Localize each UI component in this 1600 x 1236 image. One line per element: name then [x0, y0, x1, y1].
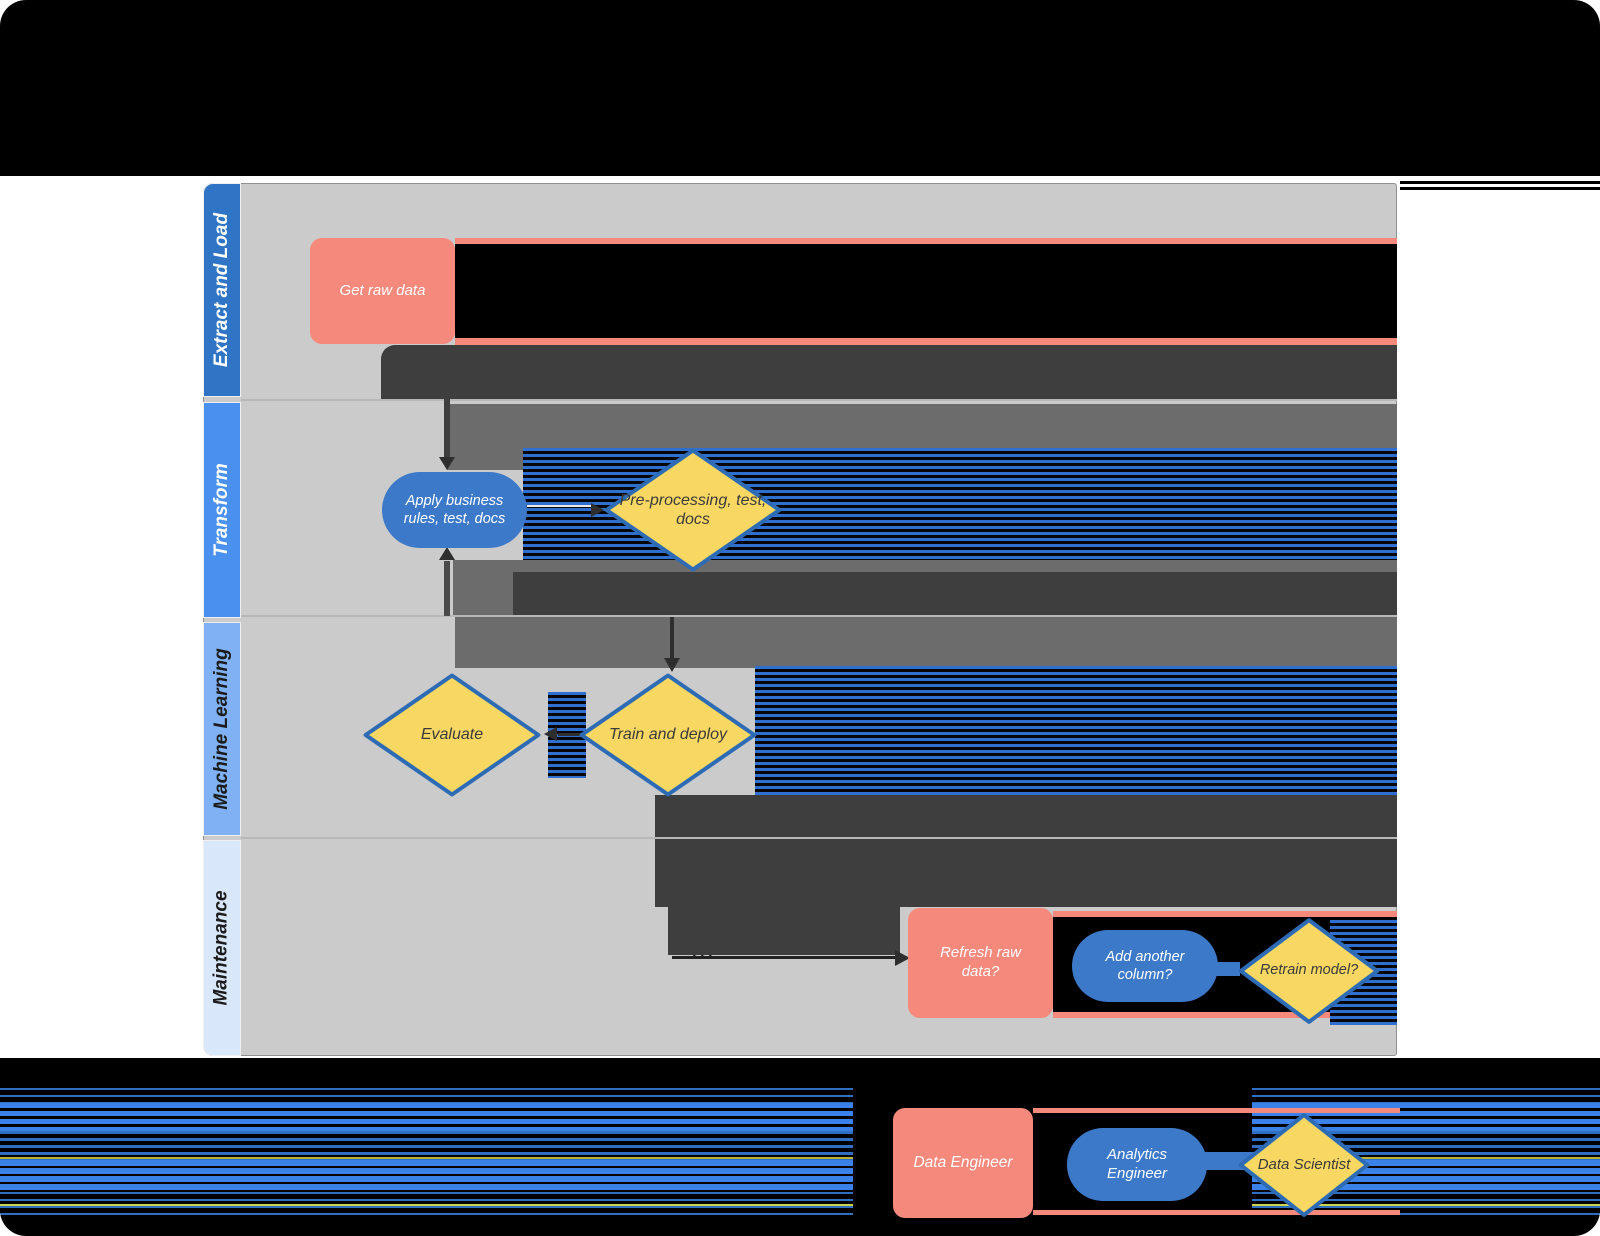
- lane-extract-and-load[interactable]: Extract and Load: [203, 183, 241, 397]
- node-add-another-column[interactable]: Add another column?: [1072, 930, 1218, 1002]
- arrowhead-up-icon: [439, 547, 455, 560]
- artifact-salmon-streak: [455, 338, 1397, 345]
- artifact-salmon-streak: [455, 238, 1397, 244]
- arrowhead-left-icon: [544, 727, 557, 741]
- lane-transform[interactable]: Transform: [203, 402, 241, 618]
- node-refresh-raw-data[interactable]: Refresh raw data?: [908, 908, 1053, 1018]
- node-label: Get raw data: [339, 281, 426, 299]
- artifact-blue-streak: [1215, 962, 1240, 976]
- artifact-line: [1400, 187, 1600, 190]
- node-label: Retrain model?: [1259, 962, 1359, 979]
- connector-line: [527, 505, 591, 507]
- legend-label: Analytics Engineer: [1106, 1145, 1168, 1182]
- lane-maintenance[interactable]: Maintenance: [203, 840, 241, 1056]
- lane-divider: [241, 399, 1397, 401]
- artifact-salmon-streak: [1053, 1012, 1397, 1018]
- diamond-shape-icon: [603, 448, 783, 572]
- node-label: Refresh raw data?: [940, 944, 1021, 980]
- artifact-dark-band: [655, 795, 1397, 907]
- node-evaluate[interactable]: Evaluate: [362, 673, 542, 797]
- artifact-stripe-band: [0, 1088, 1600, 1103]
- diamond-shape-icon: [362, 673, 542, 797]
- node-label: Apply business rules, test, docs: [403, 492, 506, 527]
- diamond-shape-icon: [578, 673, 758, 797]
- artifact-salmon-streak: [1033, 1108, 1400, 1113]
- artifact-yellow-line: [0, 1157, 1600, 1159]
- artifact-black-band: [455, 244, 1397, 338]
- node-pre-processing[interactable]: Pre-processing, test, docs: [603, 448, 783, 572]
- lane-divider: [241, 837, 1397, 839]
- legend-data-engineer[interactable]: Data Engineer: [893, 1108, 1033, 1218]
- arrowhead-right-icon: [591, 503, 604, 517]
- connector-line: [558, 733, 582, 736]
- lane-label-text: Machine Learning: [211, 648, 232, 810]
- artifact-medium-band: [455, 617, 1397, 668]
- artifact-dark-band: [513, 572, 1397, 616]
- node-label: Train and deploy: [609, 726, 727, 744]
- lane-label-text: Maintenance: [211, 890, 232, 1006]
- lane-label-text: Transform: [211, 463, 232, 557]
- artifact-dark-column: [668, 907, 900, 955]
- connector-line: [444, 561, 450, 616]
- artifact-yellow-line: [0, 1204, 1600, 1206]
- node-get-raw-data[interactable]: Get raw data: [310, 238, 455, 344]
- legend-label: Data Scientist: [1257, 1156, 1351, 1173]
- node-train-and-deploy[interactable]: Train and deploy: [578, 673, 758, 797]
- artifact-stripe-band: [0, 1103, 1600, 1131]
- connector-line: [444, 399, 450, 458]
- arrowhead-right-icon: [895, 950, 910, 966]
- connector-line: [672, 956, 900, 959]
- node-retrain-model[interactable]: Retrain model?: [1238, 918, 1380, 1024]
- node-label: Add another column?: [1105, 948, 1185, 983]
- diamond-shape-icon: [1238, 918, 1380, 1024]
- bottom-black-band: Data Engineer Analytics Engineer Data Sc…: [0, 1058, 1600, 1236]
- lane-label-text: Extract and Load: [211, 212, 232, 368]
- artifact-line: [1400, 181, 1600, 184]
- artifact-stripe-band: [755, 666, 1397, 795]
- lane-divider: [241, 615, 1397, 617]
- diamond-shape-icon: [1238, 1113, 1370, 1217]
- legend-label: Data Engineer: [913, 1154, 1013, 1172]
- node-label: Evaluate: [420, 726, 484, 744]
- connector-line: [670, 617, 674, 658]
- node-apply-business-rules[interactable]: Apply business rules, test, docs: [382, 472, 527, 548]
- legend-analytics-engineer[interactable]: Analytics Engineer: [1067, 1128, 1207, 1201]
- arrowhead-down-icon: [664, 658, 680, 672]
- arrowhead-down-icon: [439, 457, 455, 470]
- artifact-salmon-streak: [1033, 1210, 1400, 1215]
- legend-data-scientist[interactable]: Data Scientist: [1238, 1113, 1370, 1217]
- node-label: Pre-processing, test, docs: [619, 491, 767, 528]
- top-black-band: [0, 0, 1600, 176]
- artifact-dark-band: [381, 345, 1397, 399]
- artifact-salmon-streak: [1053, 911, 1397, 917]
- lane-machine-learning[interactable]: Machine Learning: [203, 622, 241, 836]
